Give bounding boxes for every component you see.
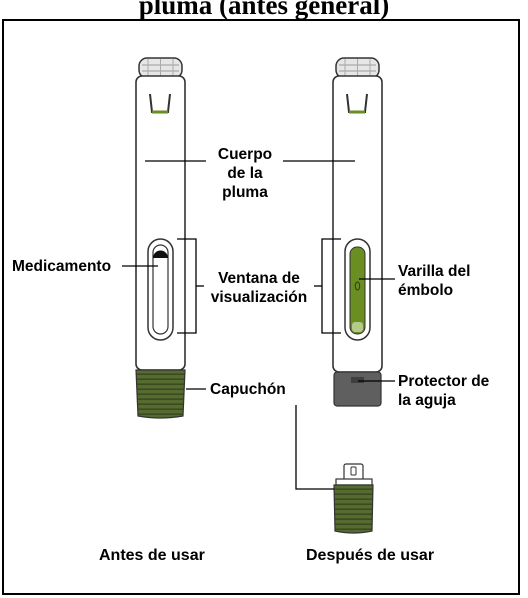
body-label-line: Cuerpo xyxy=(217,146,273,163)
figure-frame xyxy=(2,19,520,595)
body-label: Cuerpo de la pluma xyxy=(207,145,283,202)
caption-after-use: Después de usar xyxy=(306,547,435,564)
caption-before-use: Antes de usar xyxy=(99,547,205,564)
pen-cap xyxy=(135,369,186,419)
cap-label: Capuchón xyxy=(210,381,286,398)
plunger-rod-label-line: Varilla del xyxy=(398,263,471,280)
needle-guard-label-line: la aguja xyxy=(398,392,456,409)
callout-lines xyxy=(122,160,395,490)
needle-guard-label-line: Protector de xyxy=(398,373,490,390)
plunger-rod-label-line: émbolo xyxy=(398,282,454,299)
needle-guard-label: Protector de la aguja xyxy=(398,372,489,410)
medication-label: Medicamento xyxy=(12,258,112,275)
viewing-window-label-line: visualización xyxy=(210,289,308,306)
pen-top-grip xyxy=(335,57,380,79)
body-label-line: pluma xyxy=(222,184,268,201)
plunger-rod-label: Varilla del émbolo xyxy=(398,262,470,300)
medication-fill xyxy=(153,250,168,258)
pen-top-grip xyxy=(138,57,183,79)
viewing-window-label: Ventana de visualización xyxy=(204,269,314,307)
page-title: pluma (antes general) xyxy=(138,0,390,20)
viewing-window-label-line: Ventana de xyxy=(218,270,300,287)
pen-after-use xyxy=(332,57,383,534)
body-label-line: de la xyxy=(227,165,263,182)
removed-cap xyxy=(333,463,374,534)
pen-before-use xyxy=(135,57,186,419)
